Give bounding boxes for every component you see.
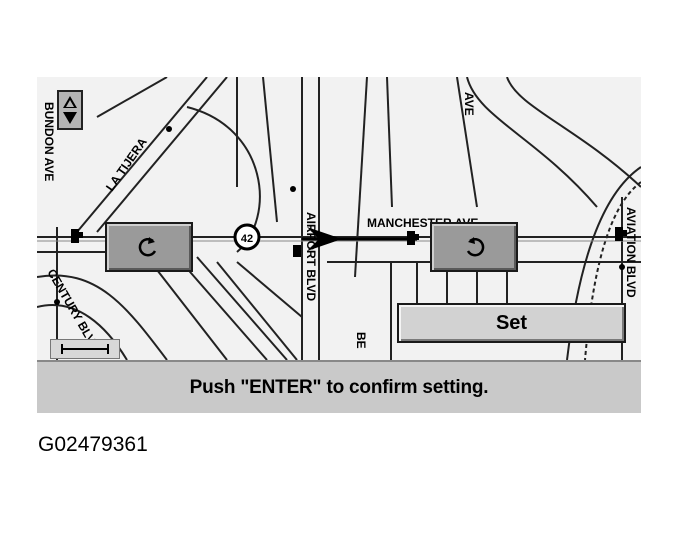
street-label-bundon: BUNDON AVE: [42, 102, 56, 181]
street-label-aviation: AVIATION BLVD: [624, 207, 638, 298]
set-button[interactable]: Set: [397, 303, 626, 343]
compass-button[interactable]: [57, 90, 83, 130]
street-label-la-tijera: LA TIJERA: [103, 135, 150, 194]
figure-caption: G02479361: [38, 433, 148, 456]
route-arrow-icon: [302, 227, 417, 251]
confirm-message: Push "ENTER" to confirm setting.: [189, 376, 489, 398]
nav-screen: 42 LA TIJERA BUNDON AVE MANCHESTER AVE A…: [37, 77, 641, 413]
set-button-label: Set: [495, 311, 528, 334]
rotate-right-button[interactable]: [430, 222, 518, 272]
poi-icons: [71, 227, 627, 257]
rotate-clockwise-icon: [466, 237, 485, 257]
street-label-be: BE: [354, 332, 368, 349]
scale-bar-icon: [61, 344, 109, 354]
message-bar: Push "ENTER" to confirm setting.: [37, 360, 641, 413]
scale-indicator[interactable]: [50, 339, 120, 359]
street-label-ave: AVE: [462, 92, 476, 116]
north-up-compass-icon: [63, 96, 77, 124]
rotate-left-button[interactable]: [105, 222, 193, 272]
route-marker-number: 42: [241, 233, 253, 245]
rotate-counterclockwise-icon: [138, 237, 157, 257]
street-label-airport: AIRPORT BLVD: [304, 212, 318, 301]
route-shield-icon: 42: [233, 223, 261, 251]
